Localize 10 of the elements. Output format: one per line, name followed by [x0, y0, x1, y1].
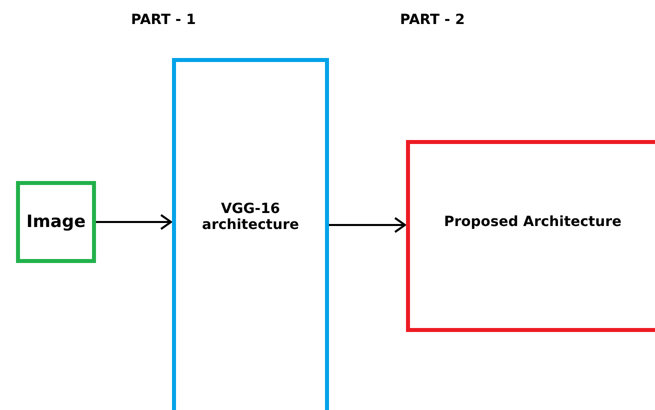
section-heading: PART - 1: [131, 12, 196, 28]
section-heading: PART - 2: [400, 12, 465, 28]
node-label: Image: [26, 212, 86, 232]
node-label: Proposed Architecture: [444, 214, 622, 230]
arrow: [329, 217, 406, 233]
process-box: [16, 181, 96, 263]
process-box: [406, 140, 655, 332]
arrow: [96, 214, 172, 230]
process-box: [172, 58, 329, 410]
node-label: VGG-16 architecture: [201, 201, 300, 233]
